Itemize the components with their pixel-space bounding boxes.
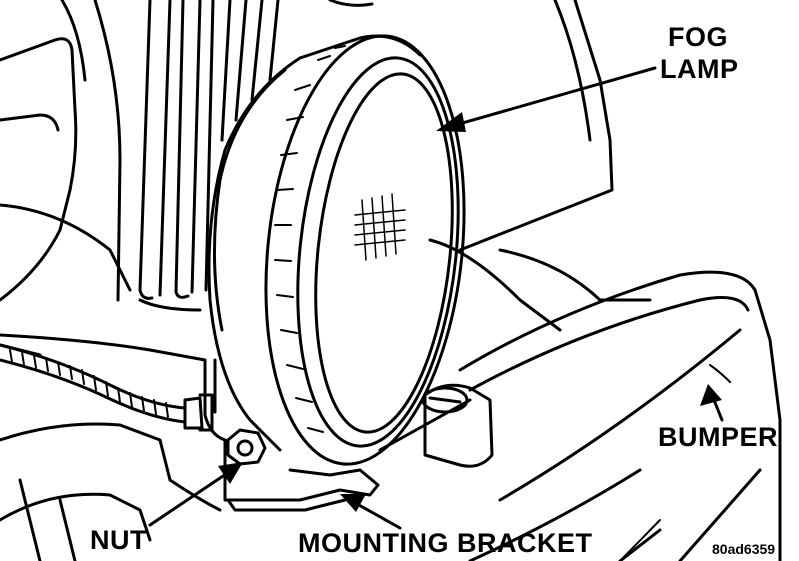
- mounting-bracket-label: MOUNTING BRACKET: [298, 528, 593, 558]
- vehicle-fender: [0, 0, 132, 302]
- vehicle-lower-body: [0, 238, 652, 561]
- figure-id-label: 80ad6359: [712, 541, 776, 557]
- bumper-label: BUMPER: [658, 422, 779, 452]
- mounting-bolt: [421, 383, 494, 468]
- nut-leader: [148, 466, 237, 527]
- fog-lamp-label-line2: LAMP: [660, 54, 739, 84]
- bumper-edge-line: [619, 519, 661, 561]
- nut-label: NUT: [90, 525, 147, 555]
- wiring-cable: [0, 343, 214, 432]
- fog-lamp-lens-pattern: [354, 193, 406, 261]
- bracket-arrowhead: [340, 494, 366, 512]
- fog-lamp-housing: [207, 34, 422, 452]
- nut-arrowhead: [218, 462, 243, 484]
- fog-lamp-arrowhead: [436, 112, 466, 132]
- fog-lamp-leader: [443, 66, 657, 130]
- fog-lamp-bezel: [264, 34, 466, 466]
- nut-shape: [226, 428, 267, 466]
- bumper-shape: [378, 270, 782, 561]
- grille-slats: [138, 0, 614, 300]
- fog-lamp-label-line1: FOG: [668, 22, 728, 52]
- leader-lines: [148, 66, 724, 561]
- mounting-bracket-shape: [203, 358, 380, 512]
- bumper-arrowhead: [700, 384, 722, 406]
